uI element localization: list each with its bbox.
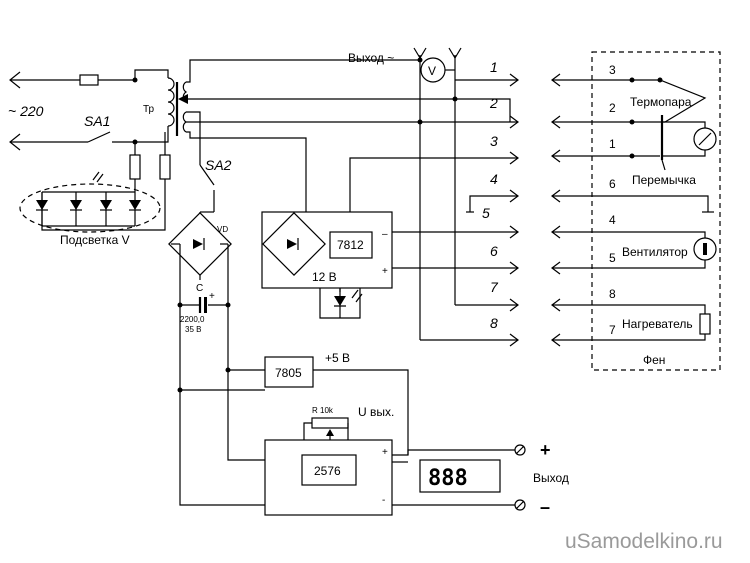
transformer: Тр SA2 <box>143 59 455 212</box>
regulator-12-plus: + <box>382 266 388 277</box>
led-1-icon <box>36 192 48 226</box>
resistor-r <box>311 417 349 429</box>
light-rays-icon <box>92 171 104 183</box>
watermark: uSamodelkino.ru <box>565 530 723 553</box>
resistor-label: R 10k <box>312 406 334 415</box>
sa1-switch <box>87 131 111 143</box>
capacitor-plus: + <box>209 291 215 302</box>
heater-label: Нагреватель <box>622 317 693 331</box>
fuse <box>79 74 99 86</box>
dc-output-label: Выход <box>533 471 569 485</box>
connector-number-1: 1 <box>490 59 498 75</box>
voltmeter-output-label: U вых. <box>358 405 394 419</box>
sa2-switch <box>199 164 215 186</box>
regulator-12v-module: 7812 12 В – + <box>261 157 485 319</box>
meter-symbol: V <box>428 64 436 78</box>
mains-voltage-label: ~ 220 <box>8 103 44 119</box>
display-digits: 888 <box>428 466 468 491</box>
connector-number-3: 3 <box>490 133 498 149</box>
regulator-12-label: 7812 <box>337 238 364 252</box>
led-4-icon <box>129 192 141 226</box>
mains-input: ~ 220 SA1 <box>8 69 169 151</box>
connector-number-5: 5 <box>482 205 490 221</box>
regulator-5v: 7805 +5 В <box>264 351 409 456</box>
fan-pin-1: 1 <box>609 137 616 151</box>
connector-number-8: 8 <box>490 315 498 331</box>
dc-plus-label: + <box>540 440 551 460</box>
connector-number-6: 6 <box>490 243 498 259</box>
heater-icon <box>699 313 711 335</box>
connector-lines: 1 2 3 4 5 6 7 8 <box>420 59 519 347</box>
backlight-circuit: Подсветка V <box>19 132 171 247</box>
led-indicator-rays-icon <box>351 289 363 303</box>
dc-output-terminals: + – Выход <box>514 440 569 517</box>
fan-pin-8: 8 <box>609 287 616 301</box>
sa2-label: SA2 <box>205 157 232 173</box>
capacitor-value: 2200,0 <box>180 315 205 324</box>
thermocouple-label: Термопара <box>630 95 692 109</box>
jumper-label: Перемычка <box>632 173 696 187</box>
fan-pin-3: 3 <box>609 63 616 77</box>
fan-pin-7: 7 <box>609 323 616 337</box>
voltmeter-minus: - <box>382 495 385 506</box>
led-2-icon <box>70 192 82 226</box>
regulator-12-output: 12 В <box>312 270 337 284</box>
ac-output: Выход ~ V <box>348 47 462 340</box>
capacitor-voltage: 35 В <box>185 325 201 334</box>
fan-block: Фен Термопара Перемычка <box>551 51 721 371</box>
sa1-label: SA1 <box>84 113 110 129</box>
connector-number-4: 4 <box>490 171 498 187</box>
transformer-label: Тр <box>143 104 155 115</box>
fan-pin-4: 4 <box>609 213 616 227</box>
fan-pin-2: 2 <box>609 101 616 115</box>
connector-number-2: 2 <box>489 95 498 111</box>
led-3-icon <box>100 192 112 226</box>
fan-pin-5: 5 <box>609 251 616 265</box>
fan-pin-6: 6 <box>609 177 616 191</box>
seven-segment-display <box>419 459 501 493</box>
output-ac-label: Выход ~ <box>348 51 394 65</box>
voltmeter-module: 2576 R 10k U вых. + - 888 <box>264 405 520 516</box>
bridge-rectifier-vd: VD <box>168 211 232 305</box>
fan-motor-label: Вентилятор <box>622 245 688 259</box>
regulator-5-label: 7805 <box>275 366 302 380</box>
vd-label: VD <box>217 225 228 234</box>
regulator-12-minus: – <box>382 229 388 240</box>
fan-title: Фен <box>643 353 665 367</box>
connector-number-7: 7 <box>490 279 499 295</box>
dc-minus-label: – <box>540 497 550 517</box>
backlight-label: Подсветка V <box>60 233 130 247</box>
voltmeter-chip-label: 2576 <box>314 464 341 478</box>
capacitor-name: C <box>196 283 203 294</box>
capacitor-c: C + 2200,0 35 В <box>177 283 265 506</box>
voltmeter-plus: + <box>382 447 388 458</box>
regulator-5-rail: +5 В <box>325 351 350 365</box>
